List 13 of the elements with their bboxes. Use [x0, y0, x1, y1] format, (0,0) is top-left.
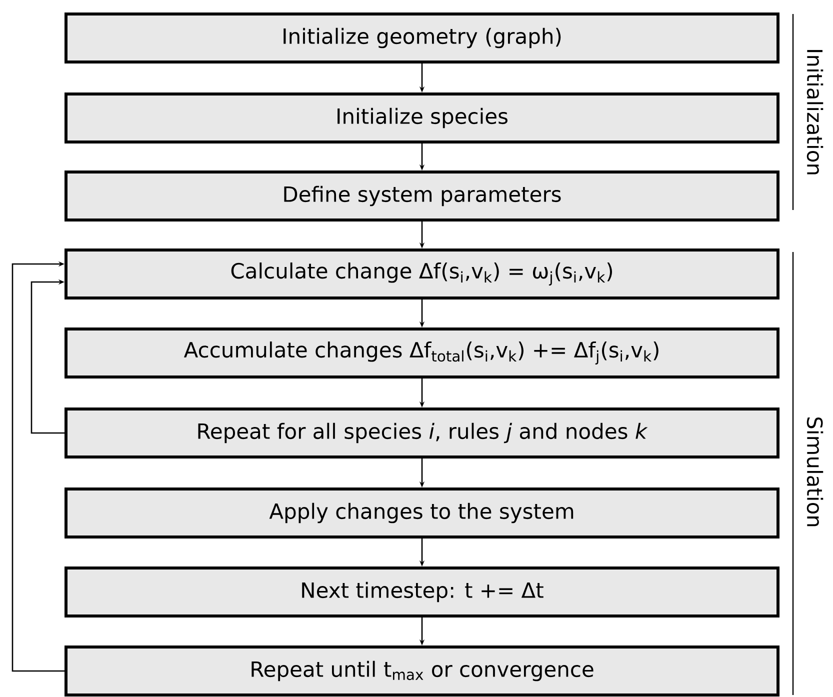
process-box: Initialize species: [64, 92, 780, 144]
process-box: Initialize geometry (graph): [64, 12, 780, 64]
process-box: Accumulate changes Δf$_{total}$(s$_{i}$,v$_{k}$) += Δf$_{j}$(s$_{i}$,v$_{k}$): [64, 328, 780, 378]
process-box: Calculate change Δf(s$_{i}$,v$_{k}$) = ω$_{j}$(s$_{i}$,v$_{k}$): [64, 248, 780, 300]
arrow: [30, 279, 64, 434]
process-box: Apply changes to the system: [64, 488, 780, 538]
arrow: [12, 261, 64, 672]
section-label: Simulation: [806, 417, 824, 526]
process-box: Next timestep: t += Δt: [64, 566, 780, 618]
process-box: Define system parameters: [64, 170, 780, 222]
process-box: Repeat for all species i, rules j and nodes k: [64, 408, 780, 458]
section-label: Initialization: [806, 50, 824, 174]
process-box: Repeat until t$_{max}$ or convergence: [64, 646, 780, 696]
